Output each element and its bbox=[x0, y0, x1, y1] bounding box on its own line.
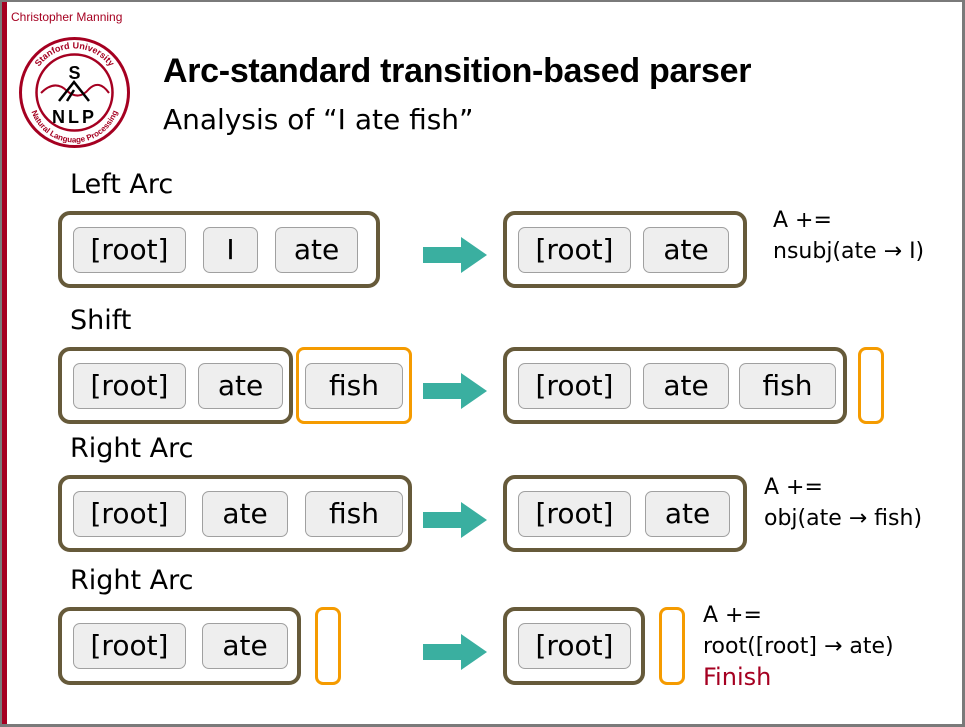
stack-box bbox=[503, 607, 645, 685]
token: [root] bbox=[73, 491, 186, 537]
token: ate bbox=[275, 227, 358, 273]
token: [root] bbox=[518, 491, 631, 537]
empty-buffer-box bbox=[659, 607, 685, 685]
token: [root] bbox=[518, 227, 631, 273]
buffer-box bbox=[296, 347, 412, 424]
svg-text:S: S bbox=[68, 63, 80, 83]
token: ate bbox=[202, 491, 288, 537]
finish-label: Finish bbox=[703, 663, 772, 691]
svg-text:NLP: NLP bbox=[52, 107, 97, 127]
accent-bar bbox=[2, 2, 7, 724]
stack-box bbox=[58, 607, 301, 685]
step-label: Right Arc bbox=[70, 433, 194, 464]
arrow-right-icon bbox=[423, 237, 487, 273]
token: [root] bbox=[518, 363, 631, 409]
arrow-right-icon bbox=[423, 373, 487, 409]
stack-box bbox=[58, 475, 412, 552]
step-label: Left Arc bbox=[70, 169, 174, 200]
empty-buffer-box bbox=[315, 607, 341, 685]
token: fish bbox=[305, 491, 403, 537]
token: I bbox=[203, 227, 258, 273]
arc-note: A +=root([root] → ate)Finish bbox=[703, 603, 894, 691]
token: fish bbox=[739, 363, 836, 409]
token: [root] bbox=[518, 623, 631, 669]
token: ate bbox=[643, 363, 729, 409]
arc-note: A +=obj(ate → fish) bbox=[764, 475, 923, 531]
slide-subtitle: Analysis of “I ate fish” bbox=[163, 103, 474, 136]
stack-box bbox=[503, 211, 747, 288]
stanford-nlp-logo: S NLP Stanford University Natural Langua… bbox=[19, 37, 130, 148]
step-label: Shift bbox=[70, 305, 132, 336]
token: [root] bbox=[73, 363, 186, 409]
arrow-right-icon bbox=[423, 634, 487, 670]
stack-box bbox=[58, 211, 380, 288]
token: [root] bbox=[73, 623, 186, 669]
token: fish bbox=[305, 363, 403, 409]
token: ate bbox=[643, 227, 729, 273]
step-label: Right Arc bbox=[70, 565, 194, 596]
empty-buffer-box bbox=[858, 347, 884, 424]
stack-box bbox=[503, 347, 847, 424]
token: ate bbox=[645, 491, 730, 537]
slide-title: Arc-standard transition-based parser bbox=[163, 52, 752, 90]
stack-box bbox=[503, 475, 747, 552]
arc-note: A +=nsubj(ate → I) bbox=[773, 208, 925, 264]
stack-box bbox=[58, 347, 293, 424]
token: ate bbox=[202, 623, 288, 669]
token: ate bbox=[198, 363, 283, 409]
token: [root] bbox=[73, 227, 186, 273]
arrow-right-icon bbox=[423, 502, 487, 538]
author-name: Christopher Manning bbox=[11, 10, 123, 24]
